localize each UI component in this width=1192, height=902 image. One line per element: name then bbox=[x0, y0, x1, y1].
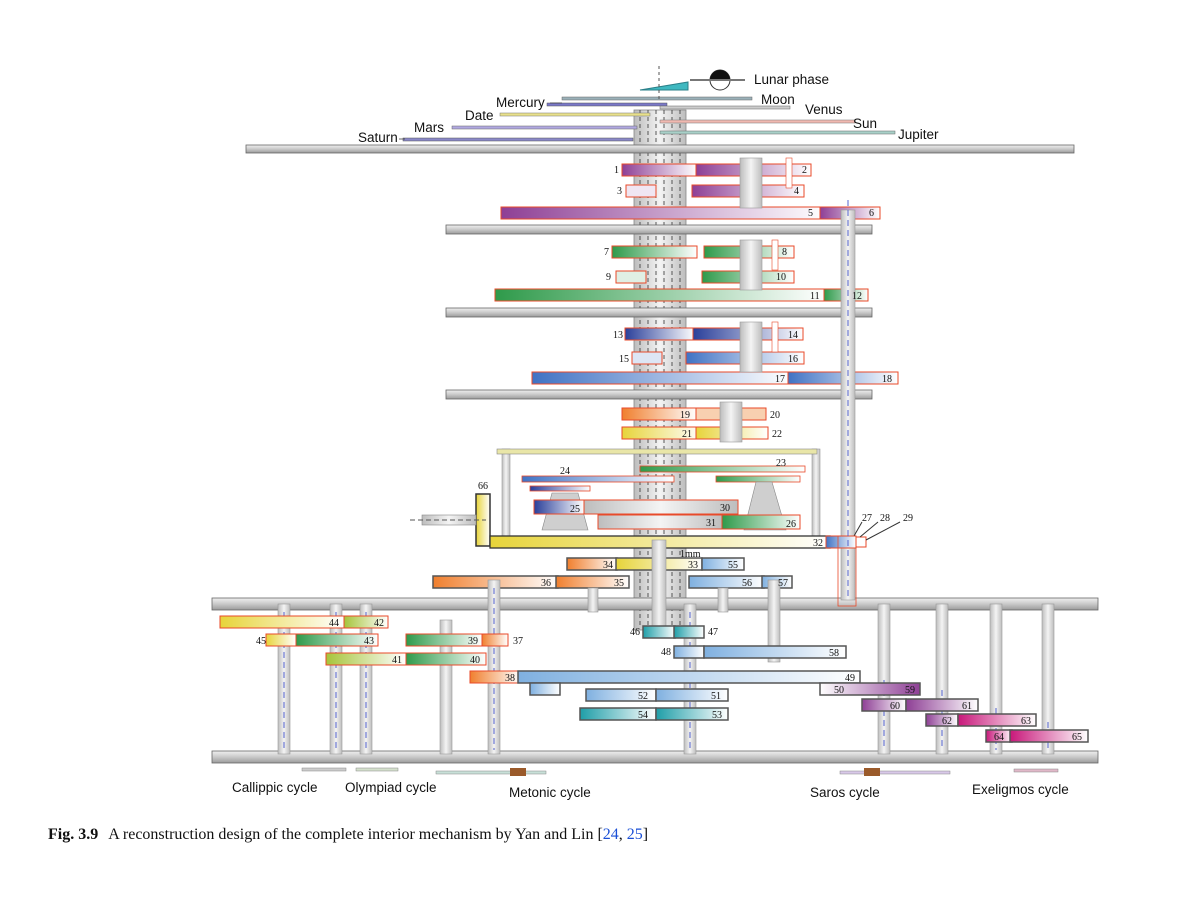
gear-number: 20 bbox=[770, 410, 780, 421]
gear-number: 65 bbox=[1072, 732, 1082, 743]
gear-number: 61 bbox=[962, 701, 972, 712]
gear-number: 6 bbox=[869, 208, 874, 219]
label-mercury: Mercury bbox=[496, 95, 545, 110]
gear-number: 11 bbox=[810, 291, 820, 302]
gear-number: 22 bbox=[772, 429, 782, 440]
gear-number: 23 bbox=[776, 458, 786, 469]
gear-number: 62 bbox=[942, 716, 952, 727]
gear-train-drawing: Lunar phase Moon Mercury Venus Date Sun … bbox=[211, 66, 1099, 800]
gear-number: 53 bbox=[712, 710, 722, 721]
gear-number: 52 bbox=[638, 691, 648, 702]
gear-number: 36 bbox=[541, 578, 551, 589]
gear-number: 33 bbox=[688, 560, 698, 571]
caption-ref-sep: , bbox=[618, 826, 627, 843]
gear-number: 59 bbox=[905, 685, 915, 696]
gear-number: 4 bbox=[794, 186, 799, 197]
gear-number: 50 bbox=[834, 685, 844, 696]
citation-link[interactable]: 25 bbox=[626, 826, 643, 843]
gear-number: 21 bbox=[682, 429, 692, 440]
gear-number: 18 bbox=[882, 374, 892, 385]
gear-number: 49 bbox=[845, 673, 855, 684]
caption-ref-open: [ bbox=[597, 826, 603, 843]
gear-number: 29 bbox=[903, 513, 913, 524]
figure-caption: Fig. 3.9 A reconstruction design of the c… bbox=[48, 826, 1148, 844]
output-pointers bbox=[301, 767, 1059, 776]
gear-number: 51 bbox=[711, 691, 721, 702]
gear-number: 42 bbox=[374, 618, 384, 629]
gear-number: 54 bbox=[638, 710, 648, 721]
gear-number: 34 bbox=[603, 560, 613, 571]
label-sun: Sun bbox=[853, 116, 877, 131]
gear-bars-lower bbox=[219, 615, 521, 684]
gear-number: 3 bbox=[617, 186, 622, 197]
label-olympiad-cycle: Olympiad cycle bbox=[345, 780, 437, 795]
gear-number: 43 bbox=[364, 636, 374, 647]
gear-number: 10 bbox=[776, 272, 786, 283]
gear-number: 41 bbox=[392, 655, 402, 666]
gear-number: 66 bbox=[478, 481, 488, 492]
dial-labels: Lunar phase Moon Mercury Venus Date Sun … bbox=[358, 72, 939, 560]
gear-number: 19 bbox=[680, 410, 690, 421]
gear-number: 56 bbox=[742, 578, 752, 589]
gear-number: 39 bbox=[468, 636, 478, 647]
citation-link[interactable]: 24 bbox=[602, 826, 619, 843]
label-scale: 1mm bbox=[680, 549, 701, 560]
label-leaders bbox=[399, 102, 562, 140]
gear-number: 32 bbox=[813, 538, 823, 549]
gear-number: 45 bbox=[256, 636, 266, 647]
gear-number: 63 bbox=[1021, 716, 1031, 727]
gear-number: 30 bbox=[720, 503, 730, 514]
gear-number: 58 bbox=[829, 648, 839, 659]
gear-number: 12 bbox=[852, 291, 862, 302]
gear-number: 2 bbox=[802, 165, 807, 176]
label-saturn: Saturn bbox=[358, 130, 398, 145]
cycle-labels: Callippic cycle Olympiad cycle Metonic c… bbox=[232, 780, 1069, 800]
caption-text: A reconstruction design of the complete … bbox=[108, 826, 594, 843]
gear-number: 9 bbox=[606, 272, 611, 283]
gear-number: 27 bbox=[862, 513, 872, 524]
figure-number: Fig. 3.9 bbox=[48, 826, 99, 843]
gear-number: 28 bbox=[880, 513, 890, 524]
gear-number: 14 bbox=[788, 330, 798, 341]
gear-number: 31 bbox=[706, 518, 716, 529]
gear-number: 1 bbox=[614, 165, 619, 176]
gear-number: 40 bbox=[470, 655, 480, 666]
label-exeligmos-cycle: Exeligmos cycle bbox=[972, 782, 1069, 797]
gear-number: 16 bbox=[788, 354, 798, 365]
gear-number: 35 bbox=[614, 578, 624, 589]
gear-number: 47 bbox=[708, 627, 718, 638]
label-mars: Mars bbox=[414, 120, 444, 135]
caption-ref-close: ] bbox=[642, 826, 649, 843]
label-lunar-phase: Lunar phase bbox=[754, 72, 829, 87]
gear-number: 25 bbox=[570, 504, 580, 515]
gear-bars-lower-2 bbox=[517, 625, 1089, 743]
gear-number: 48 bbox=[661, 647, 671, 658]
gear-number: 46 bbox=[630, 627, 640, 638]
gear-number: 26 bbox=[786, 519, 796, 530]
gear-number: 37 bbox=[513, 636, 523, 647]
label-jupiter: Jupiter bbox=[898, 127, 939, 142]
gear-number: 15 bbox=[619, 354, 629, 365]
gear-number: 13 bbox=[613, 330, 623, 341]
gear-number: 8 bbox=[782, 247, 787, 258]
gear-number: 38 bbox=[505, 673, 515, 684]
gear-number: 7 bbox=[604, 247, 609, 258]
label-venus: Venus bbox=[805, 102, 843, 117]
label-metonic-cycle: Metonic cycle bbox=[509, 785, 591, 800]
gear-number: 64 bbox=[994, 732, 1004, 743]
gear-number: 24 bbox=[560, 466, 570, 477]
dial-pointers bbox=[402, 66, 896, 142]
gear-number: 57 bbox=[778, 578, 788, 589]
label-date: Date bbox=[465, 108, 494, 123]
gear-number: 5 bbox=[808, 208, 813, 219]
gear-number: 55 bbox=[728, 560, 738, 571]
gear-number: 44 bbox=[329, 618, 339, 629]
label-moon: Moon bbox=[761, 92, 795, 107]
gear-number: 60 bbox=[890, 701, 900, 712]
gear-number-labels: 1 2 3 4 5 6 7 8 9 10 11 12 13 14 15 16 1… bbox=[256, 165, 1082, 743]
label-callippic-cycle: Callippic cycle bbox=[232, 780, 318, 795]
label-saros-cycle: Saros cycle bbox=[810, 785, 880, 800]
gear-number: 17 bbox=[775, 374, 785, 385]
